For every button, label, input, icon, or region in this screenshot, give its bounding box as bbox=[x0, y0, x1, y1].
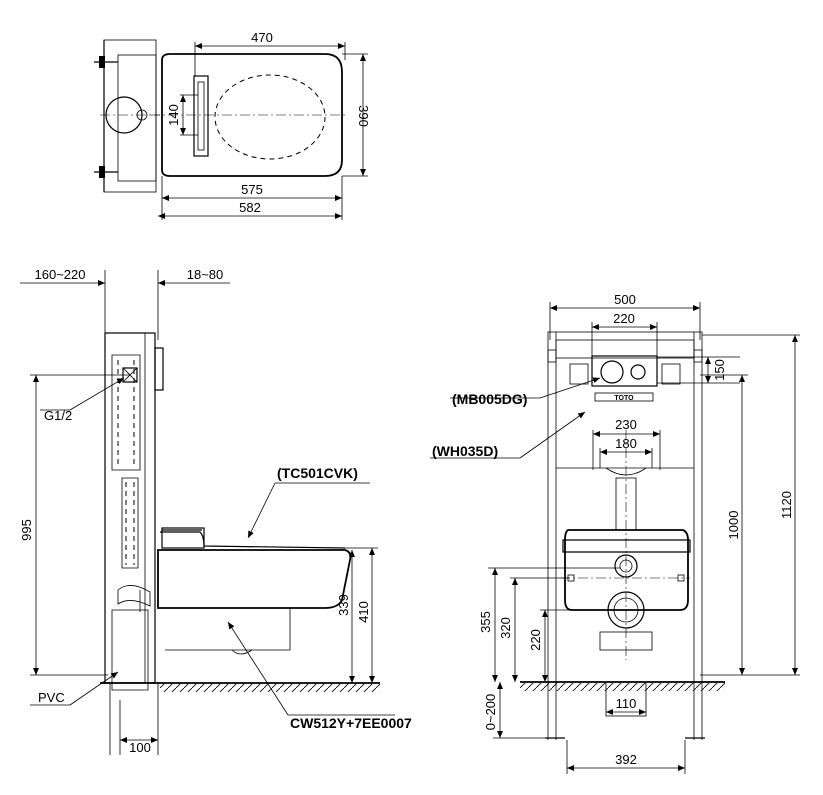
mount-bolt-top bbox=[94, 56, 118, 68]
label-g12: G1/2 bbox=[44, 408, 72, 423]
front-view: 500 220 TOTO 150 (MB005DG) (WH035D) bbox=[430, 292, 800, 774]
flush-button-large bbox=[600, 360, 624, 384]
dim-18-80: 18~80 bbox=[187, 267, 224, 282]
bowl-opening-dashed bbox=[214, 74, 326, 160]
floor-hatch-front bbox=[520, 683, 725, 691]
label-tc501cvk: (TC501CVK) bbox=[277, 465, 358, 481]
dim-392: 392 bbox=[615, 752, 637, 767]
dim-390: 390 bbox=[356, 105, 371, 127]
flush-plate bbox=[591, 355, 658, 387]
flush-button-small bbox=[630, 364, 646, 380]
dim-160-220: 160~220 bbox=[35, 267, 86, 282]
dim-1120: 1120 bbox=[779, 491, 794, 519]
dim-220-drain: 220 bbox=[528, 629, 543, 651]
pvc-drain bbox=[111, 609, 149, 691]
dim-100: 100 bbox=[129, 740, 151, 755]
dim-220-top: 220 bbox=[613, 311, 635, 326]
side-view: 160~220 18~80 bbox=[19, 267, 412, 755]
dim-1000: 1000 bbox=[726, 511, 741, 540]
dim-339: 339 bbox=[336, 594, 351, 616]
label-wh035d: (WH035D) bbox=[432, 443, 498, 459]
dim-575: 575 bbox=[241, 182, 263, 197]
dim-320: 320 bbox=[498, 617, 513, 639]
floor-hatch-side bbox=[160, 684, 380, 692]
mount-bolt-bottom bbox=[94, 166, 118, 178]
dim-500: 500 bbox=[614, 292, 636, 307]
bowl-outline-top bbox=[161, 53, 343, 177]
dim-995: 995 bbox=[19, 519, 34, 541]
dim-582: 582 bbox=[239, 200, 261, 215]
top-view: 140 470 390 575 582 bbox=[94, 30, 371, 220]
brand-toto: TOTO bbox=[614, 395, 634, 402]
dim-110: 110 bbox=[616, 696, 637, 711]
bowl-side bbox=[157, 549, 352, 609]
label-pvc: PVC bbox=[38, 690, 65, 705]
bowl-front bbox=[564, 529, 689, 611]
dim-470: 470 bbox=[251, 30, 273, 45]
dim-355: 355 bbox=[478, 611, 493, 633]
label-cw512y: CW512Y+7EE0007 bbox=[290, 715, 412, 731]
dim-410: 410 bbox=[356, 601, 371, 623]
dim-230: 230 bbox=[615, 417, 637, 432]
dim-140: 140 bbox=[166, 104, 181, 126]
dim-150: 150 bbox=[712, 359, 727, 381]
label-mb005dg: (MB005DG) bbox=[452, 391, 527, 407]
dim-0-200: 0~200 bbox=[483, 694, 498, 731]
cistern-side bbox=[111, 354, 141, 471]
